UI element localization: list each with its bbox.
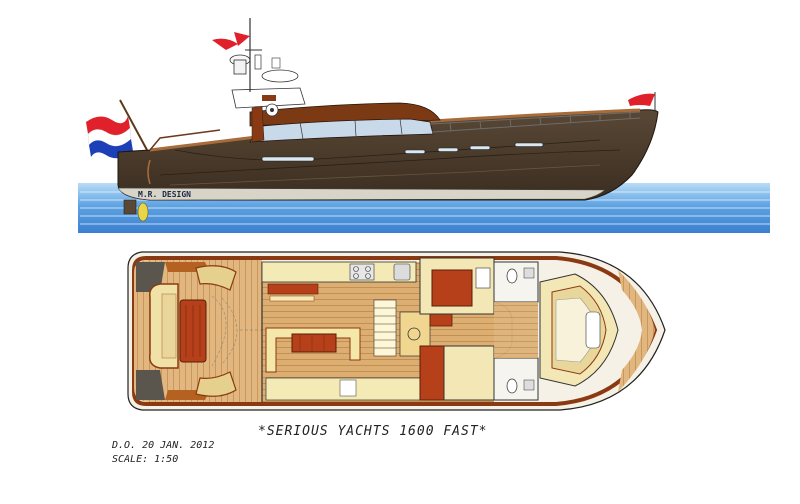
deck-plan	[127, 251, 666, 411]
drawing-date: D.O. 20 JAN. 2012	[112, 440, 215, 451]
propeller	[123, 199, 149, 222]
sink-icon	[393, 263, 411, 281]
toilet-icon-top	[506, 268, 518, 284]
drawing-caption: *SERIOUS YACHTS 1600 FAST*	[258, 424, 488, 439]
stove-icon	[349, 263, 375, 281]
galley-counter	[261, 261, 417, 283]
companionway-stairs	[373, 299, 397, 357]
hull-brand-text: M.R. DESIGN	[138, 190, 191, 199]
mast-pennant	[234, 32, 250, 46]
bow-pennant	[628, 93, 655, 106]
dutch-flag	[86, 99, 148, 159]
dinette-table	[291, 333, 337, 353]
drawing-scale: SCALE: 1:50	[112, 454, 179, 465]
forward-berth-top	[431, 269, 473, 307]
toilet-icon-bottom	[506, 378, 518, 394]
deck-railing	[429, 111, 641, 133]
side-profile: M.R. DESIGN	[86, 18, 659, 222]
